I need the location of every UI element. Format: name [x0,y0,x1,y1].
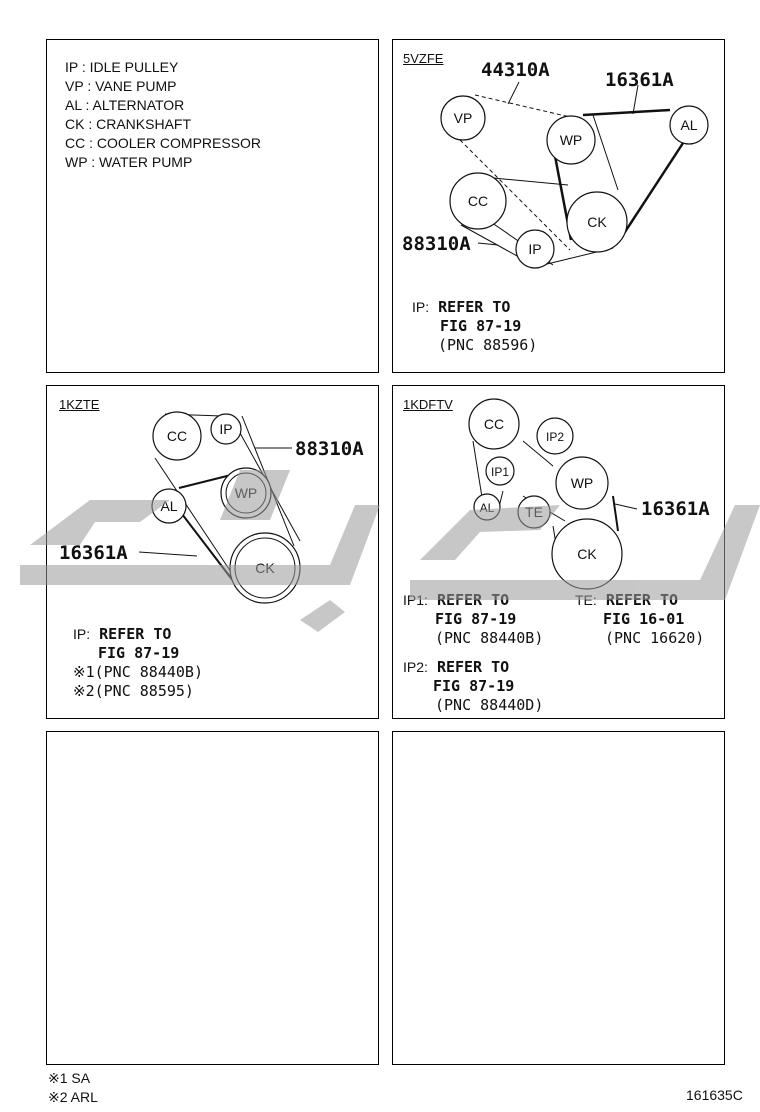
pulley-label: CK [577,546,597,562]
pulley-label: IP2 [546,430,564,444]
part-number-16361a: 16361A [641,498,710,520]
pulley-label: VP [454,110,473,126]
ip-pulley [210,413,242,445]
legend-item: WP : WATER PUMP [65,154,193,170]
pulley-label: CC [484,416,504,432]
ip-reference-note: IP: REFER TO FIG 87-19 ※1(PNC 88440B) ※2… [73,625,203,700]
part-number-16361a: 16361A [59,542,128,564]
pulley-label: CC [167,428,187,444]
engine-tag: 1KZTE [59,397,100,412]
pulley-label: TE [525,504,543,520]
ip-reference-note: IP: REFER TO FIG 87-19 (PNC 88596) [412,298,538,354]
legend-item: AL : ALTERNATOR [65,97,185,113]
pulley-label: WP [571,475,594,491]
pulley-label: IP [528,241,541,257]
pulley-label: CC [468,193,488,209]
pulley-label: WP [560,132,583,148]
pulley-label: CK [587,214,607,230]
empty-panel-left [46,731,379,1065]
legend-list: IP : IDLE PULLEY VP : VANE PUMP AL : ALT… [65,58,261,172]
pulley-label: AL [160,498,177,514]
part-number-88310a: 88310A [402,233,471,255]
empty-panel-right [392,731,725,1065]
legend-item: CC : COOLER COMPRESSOR [65,135,262,151]
ip2-reference-note: IP2: REFER TO FIG 87-19 (PNC 88440D) [403,658,544,714]
wp-pulley [546,115,596,165]
pulley-label: IP [219,421,232,437]
legend-panel: IP : IDLE PULLEY VP : VANE PUMP AL : ALT… [46,39,379,373]
panel-1kzte: CC IP AL WP CK 1KZTE 88310A 16361A IP: R… [46,385,379,719]
belt-diagram-5vzfe: VP WP AL CC CK IP [440,81,709,269]
pulley-label: AL [480,501,495,515]
footnote-2: ※2 ARL [48,1089,98,1105]
ip1-reference-note: IP1: REFER TO FIG 87-19 (PNC 88440B) [403,591,544,647]
engine-tag: 1KDFTV [403,397,453,412]
pulley-label: AL [680,117,697,133]
figure-id: 161635C [686,1087,743,1103]
vp-pulley [440,95,486,141]
cc-pulley [152,411,202,461]
legend-item: CK : CRANKSHAFT [65,116,192,132]
part-number-16361a: 16361A [605,69,674,91]
cc-pulley [449,172,507,230]
pulley-label: IP1 [491,465,509,479]
footnote-1: ※1 SA [48,1070,91,1086]
part-number-88310a: 88310A [295,438,364,460]
part-number-44310a: 44310A [481,59,550,81]
ip-pulley [515,229,555,269]
cc-pulley [468,398,520,450]
al-pulley [669,105,709,145]
engine-tag: 5VZFE [403,51,444,66]
ip2-pulley [536,417,574,455]
ck-pulley [566,191,628,253]
ip1-pulley [485,456,515,486]
legend-item: IP : IDLE PULLEY [65,59,179,75]
te-reference-note: TE: REFER TO FIG 16-01 (PNC 16620) [575,591,705,647]
pulley-label: WP [235,485,258,501]
panel-5vzfe: VP WP AL CC CK IP 5VZFE 44310A 16361A 88… [392,39,725,373]
panel-1kdftv: CC IP2 IP1 WP AL TE CK 1KDFTV 16361A IP1… [392,385,725,719]
pulley-label: CK [255,560,275,576]
legend-item: VP : VANE PUMP [65,78,177,94]
